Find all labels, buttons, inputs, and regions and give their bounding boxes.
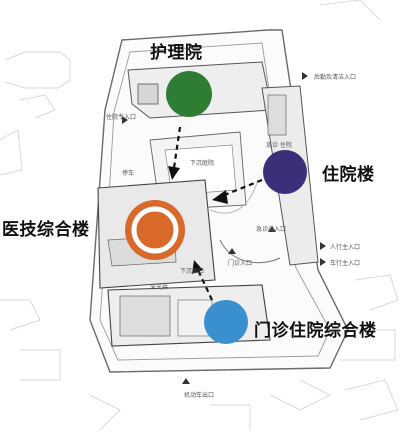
arrow-heads xyxy=(168,166,228,274)
entrance-arrow-icon xyxy=(320,242,326,250)
outpatient-entry-label: 门诊入口 xyxy=(228,260,253,267)
entrance-arrow-icon xyxy=(302,72,308,80)
medtech-marker-core xyxy=(143,218,167,242)
dashed-arrow-icon xyxy=(212,190,228,204)
internal-path xyxy=(209,179,259,214)
med-side-label: 下沉出口 xyxy=(180,268,205,275)
dashed-arrow-icon xyxy=(192,260,203,274)
lower-strip-label: 采光井 xyxy=(150,284,169,291)
emergency-entry-label: 急诊出入口 xyxy=(256,226,287,233)
nursing-to-medtech-arrow-line xyxy=(172,126,182,169)
inpatient-label: 住院楼 xyxy=(322,165,375,185)
medtech-marker-ring xyxy=(131,206,179,254)
nursing-label: 护理院 xyxy=(150,43,203,63)
entrance-arrow-icon xyxy=(182,378,190,384)
entrance-arrow-icon xyxy=(268,226,276,232)
nursing-annex xyxy=(137,83,159,105)
lot-label: 停车 xyxy=(122,170,135,177)
medtech-label: 医技综合楼 xyxy=(2,220,90,240)
inpatient-side-label: 急诊 住院 xyxy=(266,142,292,149)
inpatient-marker xyxy=(263,150,307,194)
bottom-gate-label: 机动车出口 xyxy=(184,392,215,399)
inpatient-wing xyxy=(267,94,287,136)
inpatient-to-medtech-arrow-line xyxy=(221,178,263,198)
flow-arrows xyxy=(172,126,263,301)
nursing-marker xyxy=(166,71,212,117)
right-gate-2-label: 车行主入口 xyxy=(330,260,361,267)
entrance-arrow-icon xyxy=(320,258,326,266)
outpatient-to-medtech-arrow-line xyxy=(197,269,213,301)
top-right-entry-label: 后勤及清洁入口 xyxy=(314,74,357,81)
right-gate-1-label: 人行主入口 xyxy=(330,244,361,251)
left-gate-label: 住院专入口 xyxy=(106,114,137,121)
entrance-markers xyxy=(122,72,326,384)
entrance-arrow-icon xyxy=(228,248,236,254)
drop-off-loop xyxy=(219,239,281,264)
courtyard-label: 下沉庭院 xyxy=(190,160,215,167)
outpatient-marker xyxy=(204,300,248,344)
entrance-arrow-icon xyxy=(122,116,128,124)
dashed-arrow-icon xyxy=(168,166,180,180)
outpatient-wing xyxy=(119,295,171,337)
outpatient-label: 门诊住院综合楼 xyxy=(254,321,377,341)
